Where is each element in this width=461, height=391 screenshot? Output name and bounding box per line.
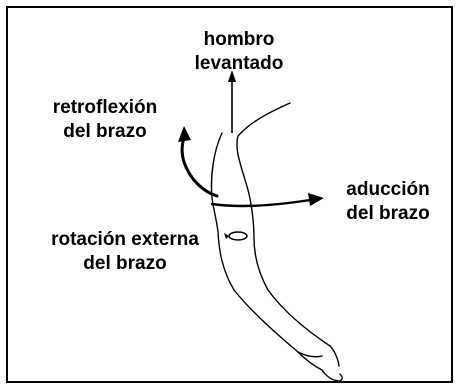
arm-right-edge (236, 102, 331, 347)
external-rotation-label-line2: del brazo (83, 253, 167, 274)
raised-shoulder-arrow (228, 70, 236, 133)
retroflexion-arrow (178, 126, 219, 198)
raised-shoulder-label-line1: hombro (203, 29, 275, 50)
adduction-label-line2: del brazo (346, 203, 430, 224)
raised-shoulder-label: hombro levantado (164, 28, 314, 76)
retroflexion-label-line2: del brazo (63, 121, 147, 142)
retroflexion-label: retroflexión del brazo (30, 96, 180, 144)
arm-upper-left-edge (210, 132, 323, 371)
external-rotation-label-line1: rotación externa (51, 229, 199, 250)
retroflexion-arrowhead (178, 126, 191, 142)
arm-outline (210, 102, 343, 382)
adduction-label-line1: aducción (346, 179, 430, 200)
diagram-frame (6, 6, 453, 383)
adduction-label: aducción del brazo (318, 178, 458, 226)
raised-shoulder-label-line2: levantado (194, 53, 284, 74)
raised-shoulder-arrowhead (228, 70, 236, 82)
retroflexion-label-line1: retroflexión (52, 97, 158, 118)
adduction-arrowhead (308, 193, 324, 206)
external-rotation-label: rotación externa del brazo (30, 228, 220, 276)
hand-fingers (297, 345, 343, 382)
external-rotation-symbol (224, 231, 248, 241)
adduction-arrow (210, 193, 324, 208)
